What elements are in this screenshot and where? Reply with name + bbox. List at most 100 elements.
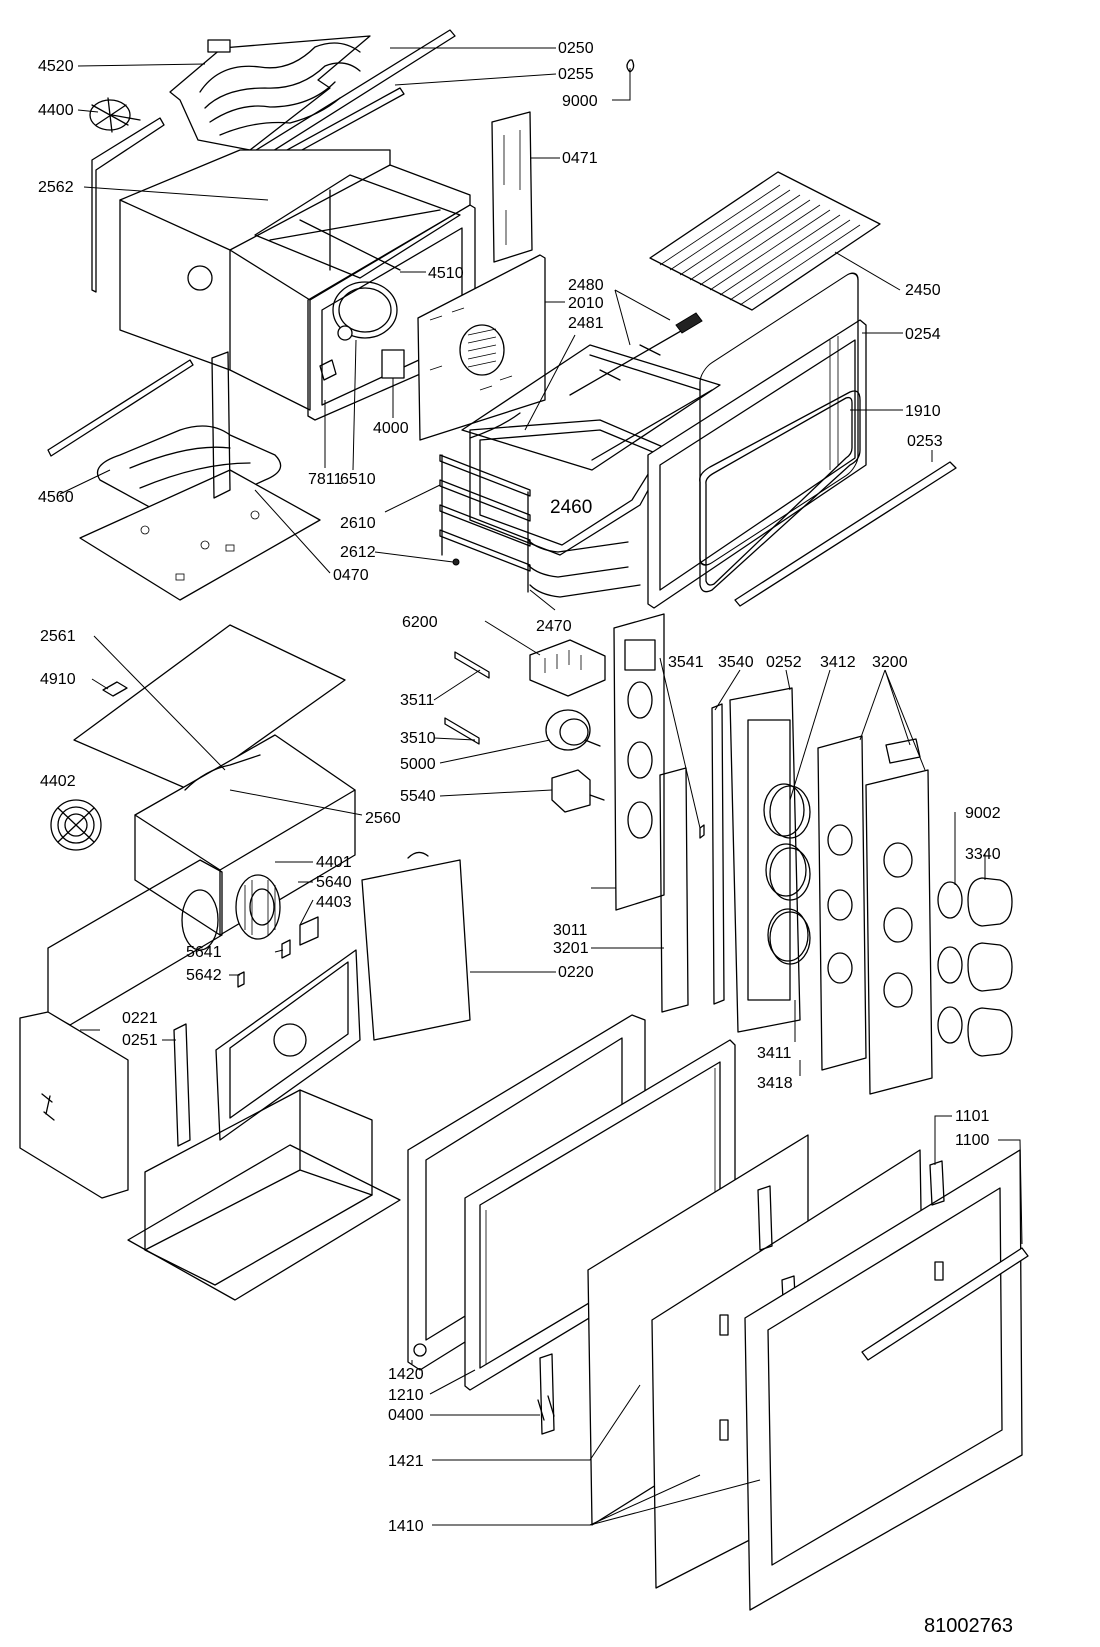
- label-4000: 4000: [373, 420, 409, 437]
- document-number: 81002763: [924, 1615, 1013, 1637]
- screw: [452, 558, 460, 566]
- outer-door: [744, 1149, 1029, 1611]
- label-4510: 4510: [428, 265, 464, 282]
- label-0471: 0471: [562, 150, 598, 167]
- label-3511: 3511: [400, 692, 435, 709]
- label-4520: 4520: [38, 58, 74, 75]
- label-3418: 3418: [757, 1075, 793, 1092]
- label-2560: 2560: [365, 810, 401, 827]
- label-5641: 5641: [186, 944, 222, 961]
- fan-housing-frame: [215, 916, 361, 1141]
- label-1421: 1421: [388, 1453, 424, 1470]
- label-1420: 1420: [388, 1366, 424, 1383]
- label-1410: 1410: [388, 1518, 424, 1535]
- outer-housing: [134, 734, 356, 951]
- control-knobs: [937, 877, 1013, 1057]
- label-3340: 3340: [965, 846, 1001, 863]
- knob-bezels: [769, 785, 811, 965]
- label-4560: 4560: [38, 489, 74, 506]
- rear-wall-panel: [91, 117, 165, 293]
- control-panel-frame: [729, 687, 809, 1033]
- leader-lines: [59, 47, 1023, 1526]
- label-1210: 1210: [388, 1387, 424, 1404]
- label-6200: 6200: [402, 614, 438, 631]
- label-0252: 0252: [766, 654, 802, 671]
- side-cover-panel: [19, 1011, 129, 1199]
- panel-rail: [711, 703, 725, 1005]
- tangential-blower: [235, 874, 281, 940]
- control-fascia: [817, 735, 933, 1095]
- small-spring: [699, 824, 705, 839]
- bottom-tray: [527, 539, 641, 598]
- oven-cavity: [119, 149, 476, 421]
- label-0400: 0400: [388, 1407, 424, 1424]
- switch-block: [529, 639, 606, 697]
- label-2481: 2481: [568, 315, 604, 332]
- label-0250: 0250: [558, 40, 594, 57]
- label-0251: 0251: [122, 1032, 158, 1049]
- side-rail: [47, 359, 194, 457]
- vertical-post: [211, 351, 231, 499]
- label-2470: 2470: [536, 618, 572, 635]
- label-2480: 2480: [568, 277, 604, 294]
- cooling-fan-grille: [50, 799, 102, 851]
- sensor-clip: [319, 359, 337, 381]
- label-5540: 5540: [400, 788, 436, 805]
- thermostat-unit: [381, 349, 405, 379]
- label-0470: 0470: [333, 567, 369, 584]
- selector-switch: [551, 769, 605, 813]
- label-3540: 3540: [718, 654, 754, 671]
- door-hinge: [537, 1353, 555, 1435]
- label-4403: 4403: [316, 894, 352, 911]
- shelf-rails: [439, 454, 531, 593]
- relay-contact: [237, 939, 291, 988]
- cavity-fan-motor: [89, 97, 141, 133]
- door-hinge-bracket: [929, 1160, 945, 1206]
- timer-knob-unit: [545, 709, 601, 751]
- lower-strip: [734, 461, 957, 607]
- label-7811: 7811: [308, 471, 343, 488]
- label-5642: 5642: [186, 967, 222, 984]
- side-bracket: [491, 111, 533, 263]
- rotisserie-frame: [461, 344, 721, 471]
- label-9000: 9000: [562, 93, 598, 110]
- spring-bracket: [454, 651, 490, 679]
- label-3201: 3201: [553, 940, 589, 957]
- drip-tray: [469, 419, 671, 556]
- label-2612: 2612: [340, 544, 376, 561]
- label-6510: 6510: [340, 471, 376, 488]
- label-2562: 2562: [38, 179, 74, 196]
- label-2010: 2010: [568, 295, 604, 312]
- label-3200: 3200: [872, 654, 908, 671]
- label-5000: 5000: [400, 756, 436, 773]
- label-0220: 0220: [558, 964, 594, 981]
- label-1101: 1101: [955, 1108, 990, 1125]
- rear-housing-panel: [361, 851, 471, 1041]
- label-5640: 5640: [316, 874, 352, 891]
- label-4401: 4401: [316, 854, 352, 871]
- wire-shelf: [649, 171, 881, 311]
- housing-top-panel: [73, 624, 346, 791]
- fan-cover-plate: [417, 254, 546, 441]
- base-frame: [127, 1089, 401, 1301]
- label-3510: 3510: [400, 730, 436, 747]
- rotisserie-spit: [569, 312, 703, 396]
- label-0254: 0254: [905, 326, 941, 343]
- label-3412: 3412: [820, 654, 856, 671]
- control-bracket: [613, 613, 665, 911]
- label-0255: 0255: [558, 66, 594, 83]
- label-4400: 4400: [38, 102, 74, 119]
- top-grill-element: [169, 35, 371, 151]
- part-number-labels: 4520 0250 0255 9000 4400 0471 2562 4510 …: [38, 40, 1013, 1637]
- label-9002: 9002: [965, 805, 1001, 822]
- label-2450: 2450: [905, 282, 941, 299]
- bottom-plate: [79, 469, 321, 601]
- label-1100: 1100: [955, 1132, 990, 1149]
- label-1910: 1910: [905, 403, 941, 420]
- label-3541: 3541: [668, 654, 704, 671]
- front-strip: [659, 767, 689, 1013]
- label-2561: 2561: [40, 628, 76, 645]
- spring-bracket-lower: [444, 717, 480, 745]
- label-3411: 3411: [757, 1045, 792, 1062]
